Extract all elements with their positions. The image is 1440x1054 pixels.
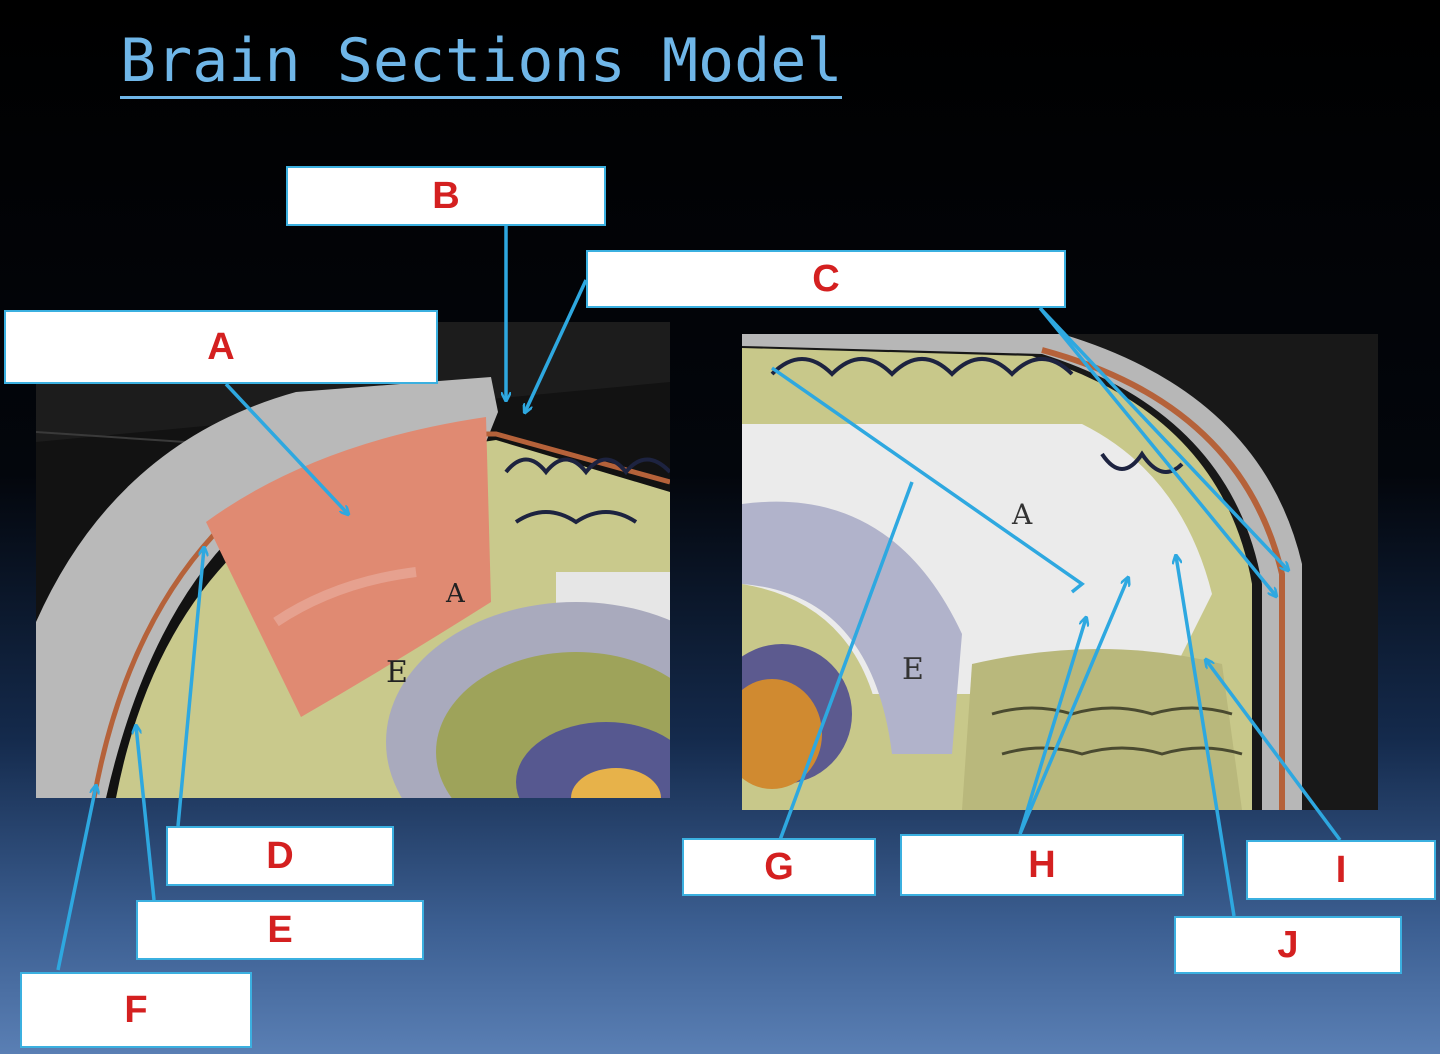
brain-model-photo-left: E A [36,322,670,798]
label-box-j[interactable]: J [1174,916,1402,974]
label-b-text: B [432,174,460,217]
svg-text:E: E [902,652,924,687]
leader-F [56,786,96,971]
label-box-d[interactable]: D [166,826,394,886]
svg-text:E: E [386,655,408,690]
label-j-text: J [1277,923,1299,966]
label-box-e[interactable]: E [136,900,424,960]
label-box-b[interactable]: B [286,166,606,226]
label-box-h[interactable]: H [900,834,1184,896]
brain-model-photo-right: E A [742,334,1378,810]
label-i-text: I [1335,848,1347,891]
label-f-text: F [124,988,148,1031]
label-box-a[interactable]: A [4,310,438,384]
label-e-text: E [267,908,293,951]
label-a-text: A [207,325,235,368]
label-g-text: G [764,845,794,888]
label-h-text: H [1028,843,1056,886]
label-box-i[interactable]: I [1246,840,1436,900]
label-box-c[interactable]: C [586,250,1066,308]
label-box-f[interactable]: F [20,972,252,1048]
label-d-text: D [266,834,294,877]
svg-text:A: A [1011,498,1033,531]
page-title: Brain Sections Model [120,26,843,99]
svg-text:A: A [445,579,466,609]
label-c-text: C [812,257,840,300]
label-box-g[interactable]: G [682,838,876,896]
